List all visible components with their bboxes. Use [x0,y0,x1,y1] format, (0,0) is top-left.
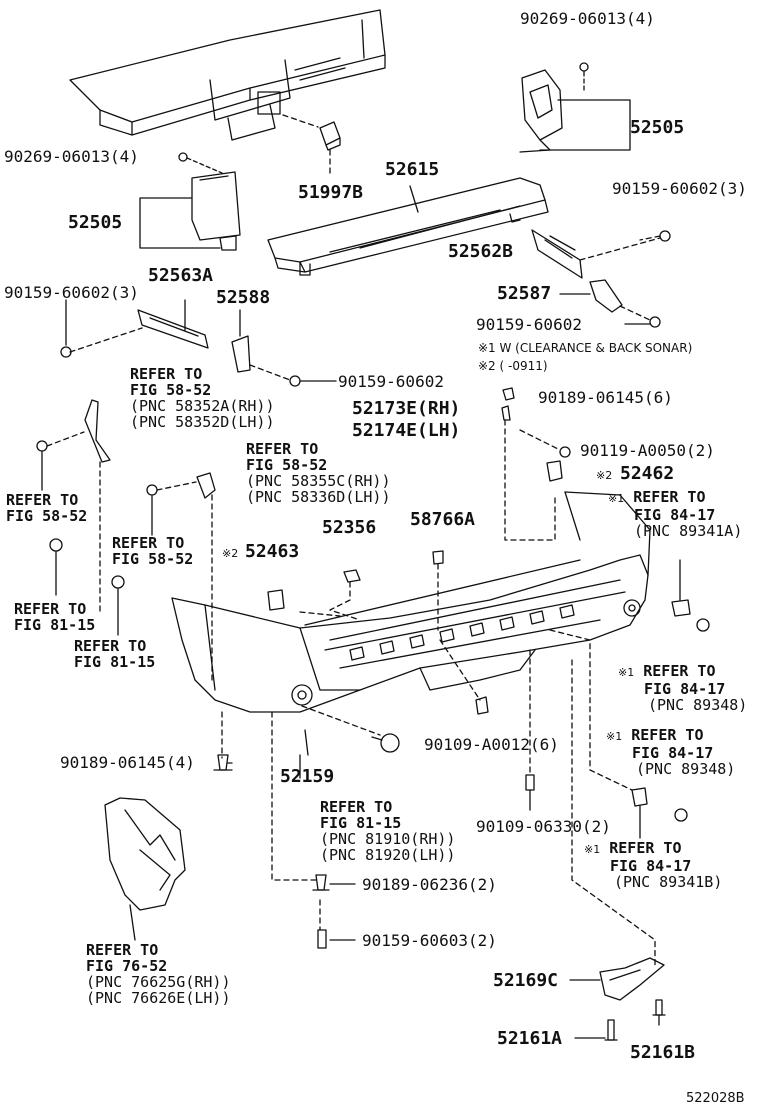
label-90119-a0050: 90119-A0050(2) [580,441,715,460]
refer-block-58352: REFER TO FIG 58-52 (PNC 58352A(RH)) (PNC… [130,365,275,431]
mark-2-52462: ※2 [596,469,613,482]
label-90189-06145-4: 90189-06145(4) [60,753,195,772]
bracket-52588-drawing [231,309,337,387]
refer-block-58355: REFER TO FIG 58-52 (PNC 58355C(RH)) (PNC… [246,440,391,506]
reinforcement-52615-drawing [267,177,549,276]
fasteners-bottom-drawing [213,696,535,949]
label-52563a: 52563A [148,265,214,286]
refer-block-89348-a: ※1 REFER TO FIG 84-17 (PNC 89348) [618,662,748,714]
bracket-52563a-drawing [60,299,209,358]
refer-block-81910: REFER TO FIG 81-15 (PNC 81910(RH)) (PNC … [320,798,456,864]
label-90159-60602-b: 90159-60602 [338,372,444,391]
label-90189-06145-6: 90189-06145(6) [538,388,673,407]
bumper-cover-52159-drawing [171,491,651,756]
refer-block-58-52-a: REFER TO FIG 58-52 [6,491,88,525]
label-52615: 52615 [385,159,440,180]
vehicle-frame-drawing [69,9,386,141]
bracket-52587-drawing [559,279,661,328]
mark-2-52463: ※2 [222,547,239,560]
label-90159-60602-a: 90159-60602 [476,315,582,334]
label-90159-60603: 90159-60603(2) [362,931,497,950]
refer-block-89348-b: ※1 REFER TO FIG 84-17 (PNC 89348) [606,726,736,778]
bracket-52562b-drawing [531,229,671,279]
bracket-52505-right-drawing [519,62,631,153]
mud-guard-drawing [104,797,186,941]
label-52169c: 52169C [493,970,559,991]
label-52174e-lh: 52174E(LH) [352,420,461,441]
sensors-right-drawing [501,387,710,839]
label-52173e-rh: 52173E(RH) [352,398,461,419]
label-90159-60602-3-right: 90159-60602(3) [612,179,747,198]
note-1: ※1 W (CLEARANCE & BACK SONAR) [478,341,693,355]
label-90109-06330: 90109-06330(2) [476,817,611,836]
bracket-52505-left-drawing [139,152,241,251]
label-52505-right: 52505 [630,117,685,138]
refer-block-89341b: ※1 REFER TO FIG 84-17 (PNC 89341B) [584,839,723,891]
leader-lines [99,419,656,966]
bracket-52169c-drawing [569,957,666,1041]
refer-block-58-52-b: REFER TO FIG 58-52 [112,534,194,568]
label-52562b: 52562B [448,241,514,262]
refer-block-81-15-a: REFER TO FIG 81-15 [14,600,96,634]
label-52159: 52159 [280,766,335,787]
label-52463: 52463 [245,541,300,562]
label-90189-06236: 90189-06236(2) [362,875,497,894]
refer-block-89341a: ※1 REFER TO FIG 84-17 (PNC 89341A) [608,488,743,540]
label-52588: 52588 [216,287,271,308]
label-90109-a0012: 90109-A0012(6) [424,735,559,754]
label-90269-06013-left: 90269-06013(4) [4,147,139,166]
label-52505-left: 52505 [68,212,123,233]
note-2: ※2 ( -0911) [478,359,548,373]
label-51997b: 51997B [298,182,364,203]
label-58766a: 58766A [410,509,476,530]
clip-51997b-drawing [282,114,341,176]
refer-block-76625: REFER TO FIG 76-52 (PNC 76625G(RH)) (PNC… [86,941,231,1007]
label-52161a: 52161A [497,1028,563,1049]
label-90269-06013-top: 90269-06013(4) [520,9,655,28]
label-90159-60602-3-left: 90159-60602(3) [4,283,139,302]
label-52161b: 52161B [630,1042,696,1063]
label-52356: 52356 [322,517,377,538]
retainers-left-drawing [36,399,216,636]
refer-block-81-15-b: REFER TO FIG 81-15 [74,637,156,671]
label-52462: 52462 [620,463,675,484]
diagram-id: 522028B [686,1091,745,1106]
label-52587: 52587 [497,283,552,304]
